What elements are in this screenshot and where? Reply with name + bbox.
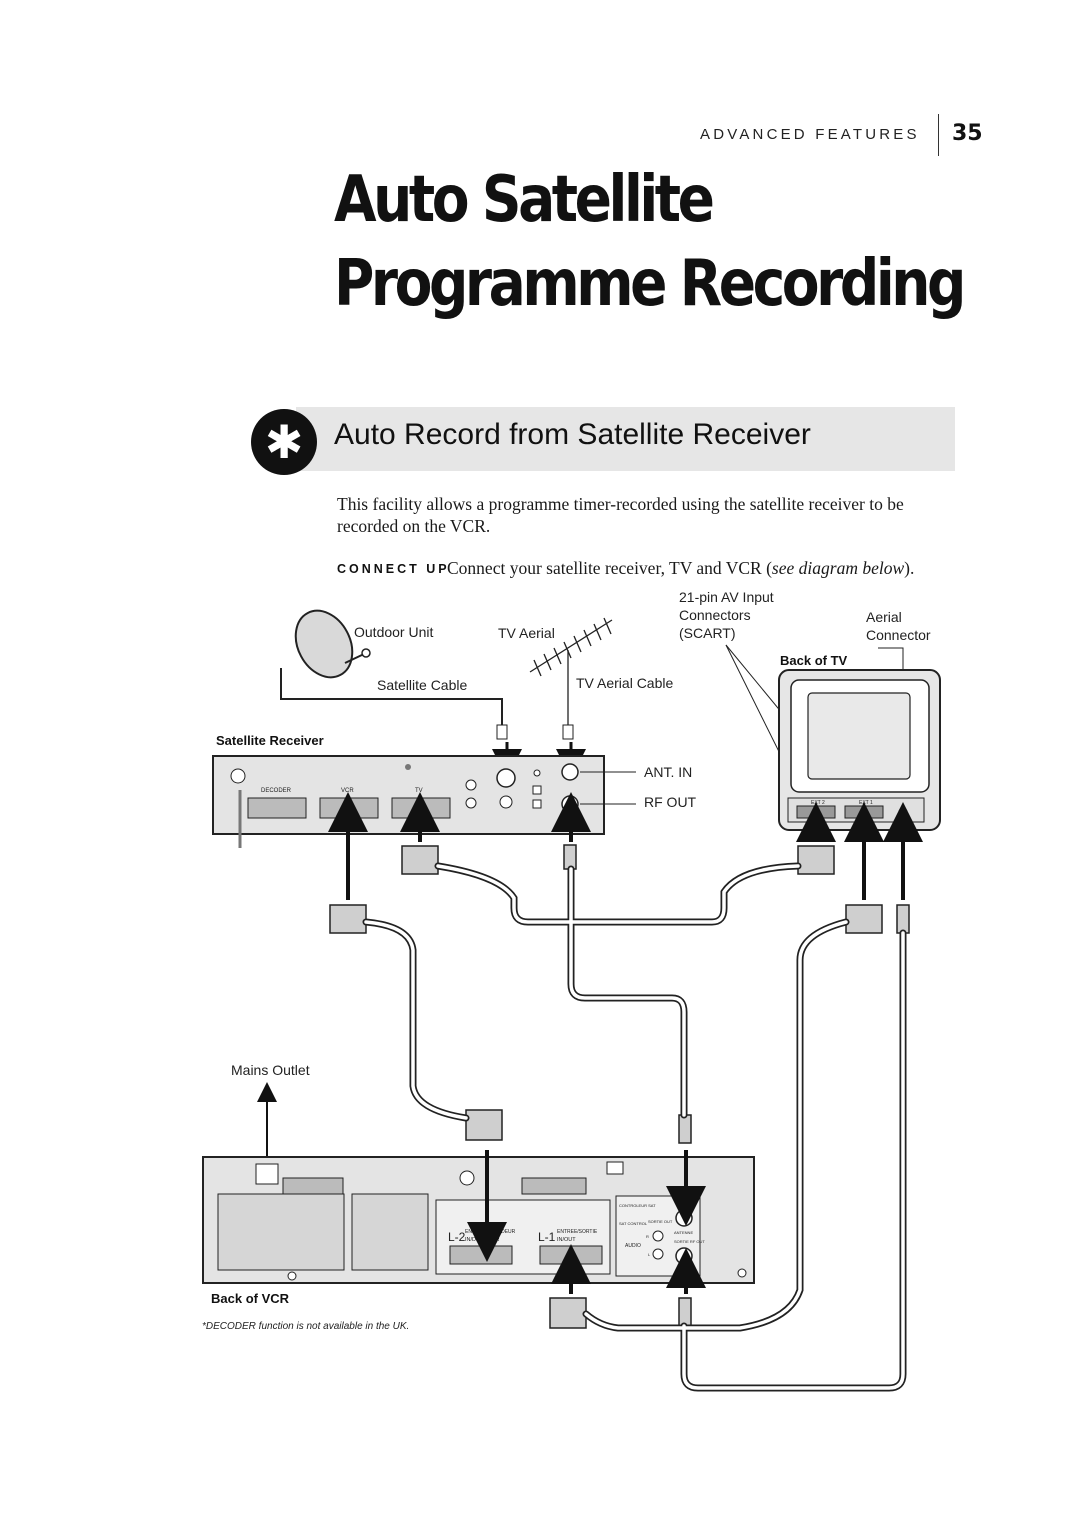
- rf-plug-tv-aerial: [896, 904, 910, 934]
- asterisk-icon-glyph: ✱: [264, 415, 304, 469]
- tv-aerial-label: TV Aerial: [498, 625, 555, 641]
- vcr-sat-control-label: SAT CONTROL: [619, 1221, 648, 1226]
- vcr-rf-out-socket: [675, 1247, 693, 1265]
- page-title-line-2: Programme Recording: [334, 247, 966, 321]
- tv-back-unit: [778, 669, 941, 831]
- scart-plug-vcr-l2: [465, 1109, 503, 1141]
- receiver-decoder-scart: [247, 797, 307, 819]
- vcr-l-label: L: [648, 1252, 651, 1257]
- decoder-footnote: *DECODER function is not available in th…: [202, 1321, 409, 1332]
- tv-ext1-socket: [844, 805, 884, 819]
- page-title-line-1: Auto Satellite: [334, 163, 715, 237]
- vcr-controleur-label: CONTROLEUR SAT: [619, 1203, 656, 1208]
- ant-in-label: ANT. IN: [644, 764, 692, 780]
- scart-plug-rx-tv: [401, 845, 439, 875]
- receiver-tv-label: TV: [415, 788, 423, 794]
- aerial-connector-label-1: Aerial: [866, 609, 902, 625]
- connect-text-part-2: ).: [904, 558, 915, 578]
- vcr-antenne-label: ANTENNE: [674, 1230, 693, 1235]
- tv-aerial-icon: [529, 617, 613, 725]
- tv-aerial-cable-label: TV Aerial Cable: [576, 675, 673, 691]
- scart-plug-rx-vcr: [329, 904, 367, 934]
- av-input-label-3: (SCART): [679, 625, 736, 641]
- rf-plug-rx-out: [563, 844, 577, 870]
- receiver-rf-out-socket: [561, 795, 579, 813]
- satellite-receiver-unit: [212, 755, 605, 848]
- vcr-l1-label: L-1: [538, 1230, 556, 1244]
- connect-up-label: CONNECT UP: [337, 562, 450, 576]
- scart-plug-tv-ext1: [845, 904, 883, 934]
- vcr-l1-caption-a: ENTREE/SORTIE: [557, 1229, 598, 1235]
- mains-outlet-label: Mains Outlet: [231, 1062, 310, 1078]
- vcr-l2-label: L-2: [448, 1230, 466, 1244]
- scart-plug-tv-ext2: [797, 845, 835, 875]
- section-heading: Auto Record from Satellite Receiver: [334, 418, 811, 451]
- rf-plug-vcr-out: [678, 1297, 692, 1327]
- scart-plug-vcr-l1: [549, 1297, 587, 1329]
- satellite-receiver-label: Satellite Receiver: [216, 733, 324, 748]
- av-input-label-2: Connectors: [679, 607, 751, 623]
- satellite-cable-line: [280, 668, 503, 725]
- aerial-connector-label-2: Connector: [866, 627, 931, 643]
- receiver-ant-in-socket: [561, 763, 579, 781]
- vcr-r-label: R: [646, 1234, 649, 1239]
- page-number: 35: [952, 121, 983, 146]
- outdoor-unit-label: Outdoor Unit: [354, 624, 433, 640]
- section-heading-band: [296, 407, 955, 471]
- vcr-antenna-in-socket: [675, 1209, 693, 1227]
- rf-plug-vcr-in: [678, 1114, 692, 1144]
- back-of-vcr-label: Back of VCR: [211, 1291, 290, 1306]
- rf-out-label: RF OUT: [644, 794, 697, 810]
- vcr-l2-caption-b: IN/DECODER: [465, 1237, 500, 1243]
- intro-paragraph: This facility allows a programme timer-r…: [337, 494, 904, 536]
- aerial-plug-icon: [562, 724, 574, 740]
- vcr-l2-scart: [449, 1245, 513, 1265]
- satellite-cable-label: Satellite Cable: [377, 677, 467, 693]
- running-header-section: ADVANCED FEATURES: [700, 126, 920, 143]
- av-input-label-1: 21-pin AV Input: [679, 589, 774, 605]
- vcr-l1-scart: [539, 1245, 603, 1265]
- vcr-audio-label: AUDIO: [625, 1243, 641, 1249]
- back-of-tv-label: Back of TV: [780, 653, 848, 668]
- satellite-dish-icon: [294, 609, 371, 679]
- receiver-decoder-label: DECODER: [261, 788, 292, 794]
- connect-text-part-1: Connect your satellite receiver, TV and …: [447, 558, 772, 578]
- tv-ext1-label: EXT 1: [859, 800, 873, 806]
- asterisk-icon: [251, 409, 317, 475]
- vcr-l1-caption-b: IN/OUT: [557, 1237, 576, 1243]
- header-divider: [938, 114, 939, 156]
- tv-ext2-socket: [796, 805, 836, 819]
- connect-up-text: Connect your satellite receiver, TV and …: [447, 558, 914, 579]
- vcr-sortie-rf-label: SORTIE RF OUT: [674, 1239, 705, 1244]
- connect-text-italic: see diagram below: [771, 558, 905, 578]
- vcr-mains-socket: [255, 1163, 279, 1185]
- receiver-vcr-label: VCR: [341, 788, 354, 794]
- satellite-plug-icon: [496, 724, 508, 740]
- page-title: Auto Satellite Programme Recording: [334, 158, 966, 326]
- vcr-l2-caption-a: ENTREE DECODEUR: [465, 1229, 516, 1235]
- tv-ext2-label: EXT 2: [811, 800, 825, 806]
- vcr-sortie-out-label: SORTIE OUT: [648, 1219, 673, 1224]
